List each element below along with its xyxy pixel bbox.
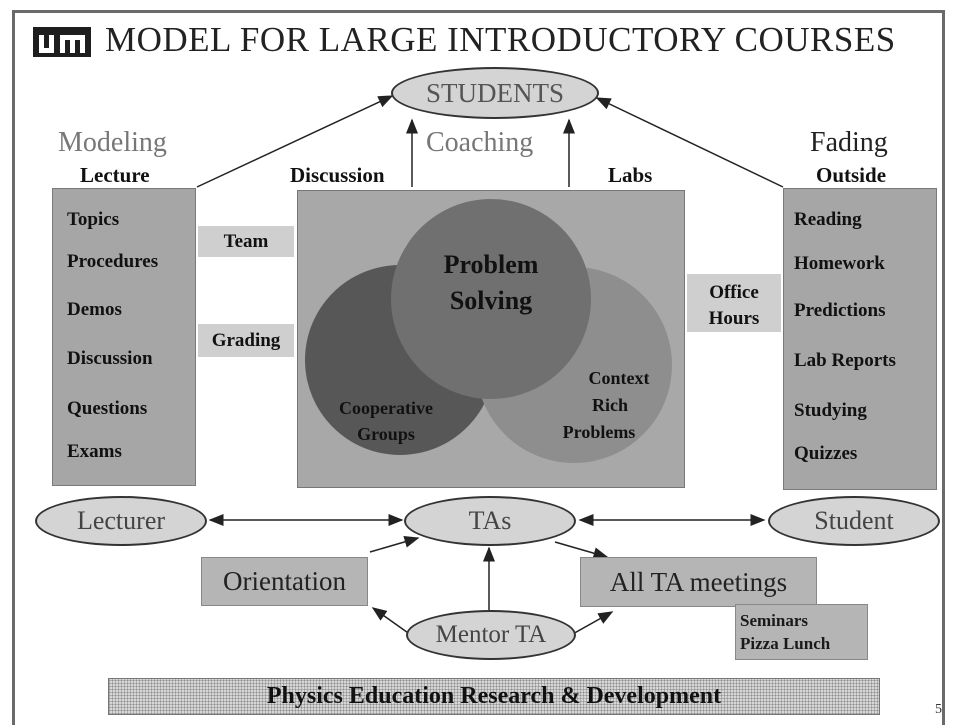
lecture-item: Questions [67, 398, 148, 419]
seminars-box: Seminars Pizza Lunch [735, 604, 868, 660]
context-line-2: Rich [592, 395, 628, 415]
subheading-lecture: Lecture [80, 163, 150, 187]
subheading-labs: Labs [608, 163, 653, 187]
grading-tag: Grading [198, 324, 294, 357]
pizza-lunch-label: Pizza Lunch [740, 634, 831, 653]
problem-solving-line-2: Solving [449, 286, 533, 315]
office-hours-line-1: Office [709, 282, 759, 303]
heading-modeling: Modeling [58, 127, 167, 158]
team-tag: Team [198, 226, 294, 257]
outside-item: Quizzes [794, 443, 858, 464]
heading-fading: Fading [810, 127, 888, 158]
arrow-tas-meetings [554, 541, 609, 560]
university-logo-icon [33, 27, 91, 57]
lecture-item: Topics [67, 209, 120, 230]
office-hours-line-2: Hours [708, 308, 760, 329]
problem-solving-circle [391, 199, 591, 399]
tas-oval: TAs [404, 496, 576, 546]
cooperative-line-2: Groups [357, 424, 415, 444]
slide-title: MODEL FOR LARGE INTRODUCTORY COURSES [105, 20, 896, 59]
subheading-outside: Outside [816, 163, 887, 187]
arrow-orientation-tas [369, 536, 420, 553]
problem-solving-label: Problem Solving [391, 247, 591, 319]
page-number: 5 [935, 702, 942, 717]
lecturer-oval: Lecturer [35, 496, 207, 546]
outside-column: Reading Homework Predictions Lab Reports… [783, 188, 937, 490]
outside-item: Lab Reports [794, 350, 896, 371]
outside-item: Homework [794, 253, 885, 274]
orientation-box: Orientation [201, 557, 368, 606]
heading-coaching: Coaching [426, 127, 534, 158]
lecture-item: Procedures [67, 251, 159, 272]
cooperative-line-1: Cooperative [339, 398, 433, 418]
footer-banner: Physics Education Research & Development [108, 678, 880, 715]
slide-frame [12, 10, 945, 725]
arrow-outside-students [595, 97, 784, 188]
students-oval: STUDENTS [391, 67, 599, 119]
cooperative-groups-label: Cooperative Groups [316, 395, 456, 447]
outside-item: Studying [794, 400, 867, 421]
context-rich-problems-label: Context Rich Problems [524, 365, 674, 446]
lecture-item: Discussion [67, 348, 153, 369]
outside-item: Predictions [794, 300, 886, 321]
arrow-lecture-students [196, 95, 394, 188]
problem-solving-venn-box: Problem Solving Cooperative Groups Conte… [297, 190, 685, 488]
mentor-ta-oval: Mentor TA [406, 610, 576, 660]
seminars-label: Seminars [740, 611, 808, 630]
outside-item: Reading [794, 209, 862, 230]
student-oval: Student [768, 496, 940, 546]
office-hours-tag: Office Hours [687, 274, 781, 332]
problem-solving-line-1: Problem [443, 250, 539, 279]
subheading-discussion: Discussion [290, 163, 385, 187]
all-ta-meetings-box: All TA meetings [580, 557, 817, 607]
lecture-column: Topics Procedures Demos Discussion Quest… [52, 188, 196, 486]
context-line-1: Context [588, 368, 650, 388]
context-line-3: Problems [562, 422, 636, 442]
lecture-item: Exams [67, 441, 122, 462]
lecture-item: Demos [67, 299, 122, 320]
